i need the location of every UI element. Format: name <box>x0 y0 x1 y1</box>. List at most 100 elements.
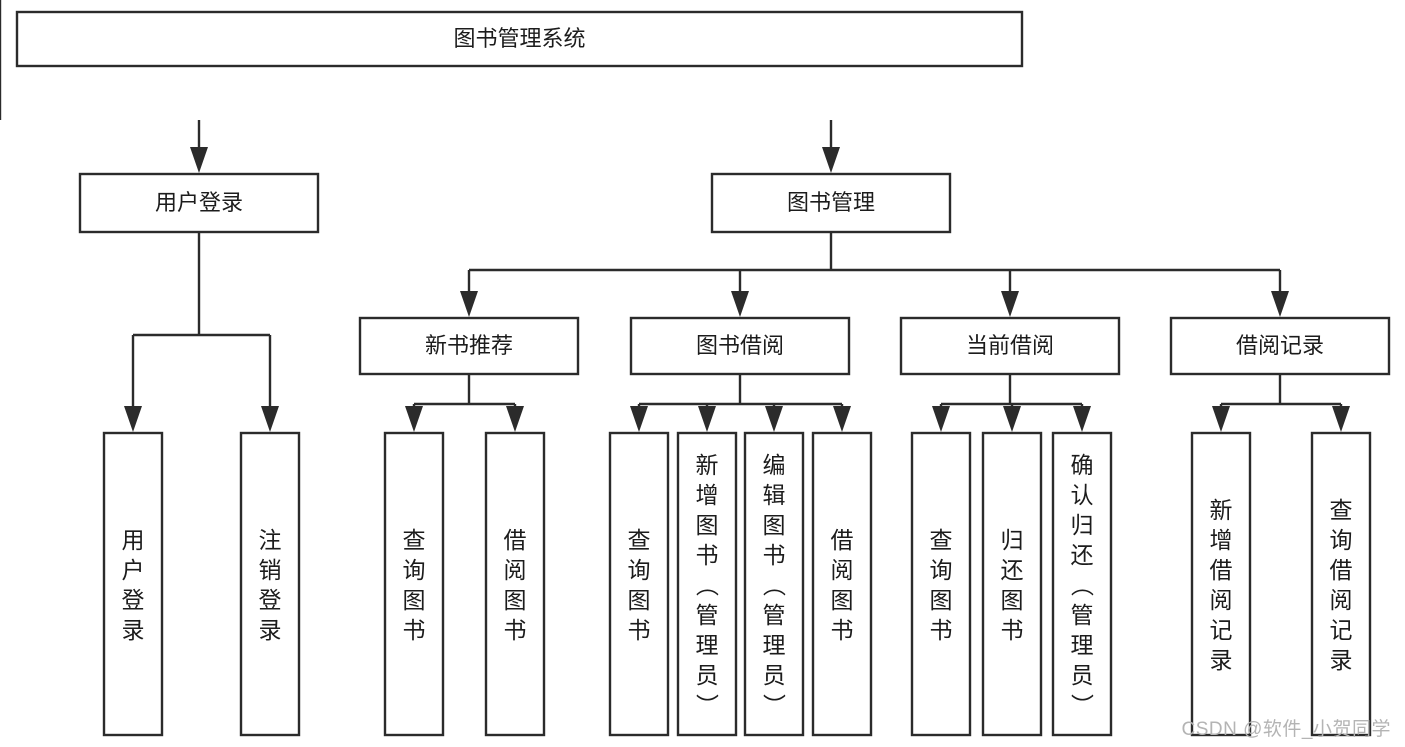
node-borrow-record-label: 借阅记录 <box>1236 333 1324 358</box>
nodes-layer: 图书管理系统用户登录图书管理新书推荐图书借阅当前借阅借阅记录用户登录注销登录查询… <box>15 10 1391 737</box>
node-leaf-query-book-current-label-char: 查 <box>930 527 953 553</box>
node-leaf-confirm-return-label-char: 理 <box>1071 632 1094 658</box>
node-leaf-user-login-label-char: 用 <box>122 527 145 553</box>
connectors-layer <box>0 0 1350 432</box>
node-user-login-label: 用户登录 <box>155 190 243 215</box>
node-leaf-return-book-label-char: 还 <box>1001 557 1024 583</box>
node-book-borrow[interactable]: 图书借阅 <box>629 316 851 376</box>
node-book-management-box[interactable] <box>710 172 952 234</box>
node-leaf-query-book-recommend-label-char: 图 <box>403 587 426 613</box>
node-leaf-query-borrow-record-label-char: 阅 <box>1330 587 1353 613</box>
node-leaf-query-book-recommend-box[interactable] <box>383 431 445 737</box>
node-leaf-user-login-box[interactable] <box>102 431 164 737</box>
node-borrow-record-box[interactable] <box>1169 316 1391 376</box>
node-new-book-recommend-box[interactable] <box>358 316 580 376</box>
node-leaf-borrow-book-box[interactable] <box>811 431 873 737</box>
node-leaf-borrow-book-recommend-label-char: 书 <box>504 617 527 643</box>
node-user-login-box[interactable] <box>78 172 320 234</box>
node-leaf-add-borrow-record-label-char: 增 <box>1210 527 1233 553</box>
new-book-recommend-to-leaves-arrow-0 <box>405 406 423 432</box>
node-leaf-query-book-current-box[interactable] <box>910 431 972 737</box>
node-leaf-logout-label-char: 登 <box>259 587 282 613</box>
node-current-borrow[interactable]: 当前借阅 <box>899 316 1121 376</box>
node-leaf-add-book-label-char: 理 <box>696 632 719 658</box>
current-borrow-to-leaves-arrow-2 <box>1073 406 1091 432</box>
node-leaf-add-book-label-char: 图 <box>696 512 719 538</box>
node-leaf-query-book-borrow-label-char: 查 <box>628 527 651 553</box>
node-leaf-user-login[interactable]: 用户登录 <box>102 431 164 737</box>
node-leaf-query-borrow-record-label-char: 借 <box>1330 557 1353 583</box>
node-root-root-box[interactable] <box>15 10 1024 68</box>
node-leaf-add-borrow-record-label-char: 借 <box>1210 557 1233 583</box>
node-leaf-edit-book-label-char: 编 <box>763 452 786 478</box>
node-leaf-confirm-return-label-char: 确 <box>1071 452 1094 478</box>
node-leaf-borrow-book-label-char: 图 <box>831 587 854 613</box>
node-leaf-borrow-book-recommend-box[interactable] <box>484 431 546 737</box>
bookmgmt-to-level2-arrow-1 <box>731 291 749 317</box>
borrow-record-to-leaves-arrow-0 <box>1212 406 1230 432</box>
node-leaf-query-borrow-record-label-char: 询 <box>1330 527 1353 553</box>
node-book-borrow-box[interactable] <box>629 316 851 376</box>
node-leaf-confirm-return-label-char: 还 <box>1071 542 1094 568</box>
node-leaf-add-book-label-char: 管 <box>696 602 719 628</box>
node-leaf-confirm-return-label-char: ） <box>1069 694 1095 717</box>
node-leaf-add-book-box[interactable] <box>676 431 738 737</box>
node-leaf-logout-label-char: 录 <box>259 617 282 643</box>
node-root-root-label: 图书管理系统 <box>453 26 585 51</box>
node-leaf-logout-box[interactable] <box>239 431 301 737</box>
node-leaf-query-borrow-record-label-char: 查 <box>1330 497 1353 523</box>
node-leaf-confirm-return-label-char: 管 <box>1071 602 1094 628</box>
node-current-borrow-box[interactable] <box>899 316 1121 376</box>
node-leaf-logout-label-char: 注 <box>259 527 282 553</box>
borrow-record-to-leaves-arrow-1 <box>1332 406 1350 432</box>
node-leaf-edit-book-label-char: 图 <box>763 512 786 538</box>
node-leaf-query-book-current-label-char: 询 <box>930 557 953 583</box>
node-user-login[interactable]: 用户登录 <box>78 172 320 234</box>
node-leaf-add-book-label-char: ） <box>694 694 720 717</box>
node-leaf-confirm-return-box[interactable] <box>1051 431 1113 737</box>
node-leaf-edit-book-label-char: 书 <box>763 542 786 568</box>
node-leaf-query-book-borrow-label-char: 询 <box>628 557 651 583</box>
book-borrow-to-leaves-arrow-1 <box>698 406 716 432</box>
current-borrow-to-leaves-arrow-0 <box>932 406 950 432</box>
node-leaf-query-book-borrow-box[interactable] <box>608 431 670 737</box>
node-leaf-query-borrow-record-box[interactable] <box>1310 431 1372 737</box>
node-new-book-recommend-label: 新书推荐 <box>425 333 513 358</box>
node-leaf-add-book-label-char: （ <box>694 574 720 597</box>
book-borrow-to-leaves-arrow-0 <box>630 406 648 432</box>
bookmgmt-to-level2-arrow-3 <box>1271 291 1289 317</box>
node-leaf-add-borrow-record-label-char: 记 <box>1210 617 1233 643</box>
node-leaf-confirm-return-label-char: 归 <box>1071 512 1094 538</box>
node-leaf-return-book-label-char: 书 <box>1001 617 1024 643</box>
node-leaf-query-borrow-record-label-char: 记 <box>1330 617 1353 643</box>
node-leaf-return-book-box[interactable] <box>981 431 1043 737</box>
node-leaf-add-book-label-char: 员 <box>696 662 719 688</box>
node-leaf-borrow-book-recommend-label-char: 借 <box>504 527 527 553</box>
node-leaf-edit-book-box[interactable] <box>743 431 805 737</box>
node-root-root[interactable]: 图书管理系统 <box>15 10 1024 68</box>
current-borrow-to-leaves-arrow-1 <box>1003 406 1021 432</box>
node-leaf-add-borrow-record-box[interactable] <box>1190 431 1252 737</box>
node-leaf-add-book-label-char: 新 <box>696 452 719 478</box>
node-leaf-user-login-label-char: 录 <box>122 617 145 643</box>
node-new-book-recommend[interactable]: 新书推荐 <box>358 316 580 376</box>
node-leaf-borrow-book-label-char: 书 <box>831 617 854 643</box>
node-borrow-record[interactable]: 借阅记录 <box>1169 316 1391 376</box>
node-book-management[interactable]: 图书管理 <box>710 172 952 234</box>
node-leaf-edit-book-label-char: 员 <box>763 662 786 688</box>
node-leaf-edit-book-label-char: 辑 <box>763 482 786 508</box>
